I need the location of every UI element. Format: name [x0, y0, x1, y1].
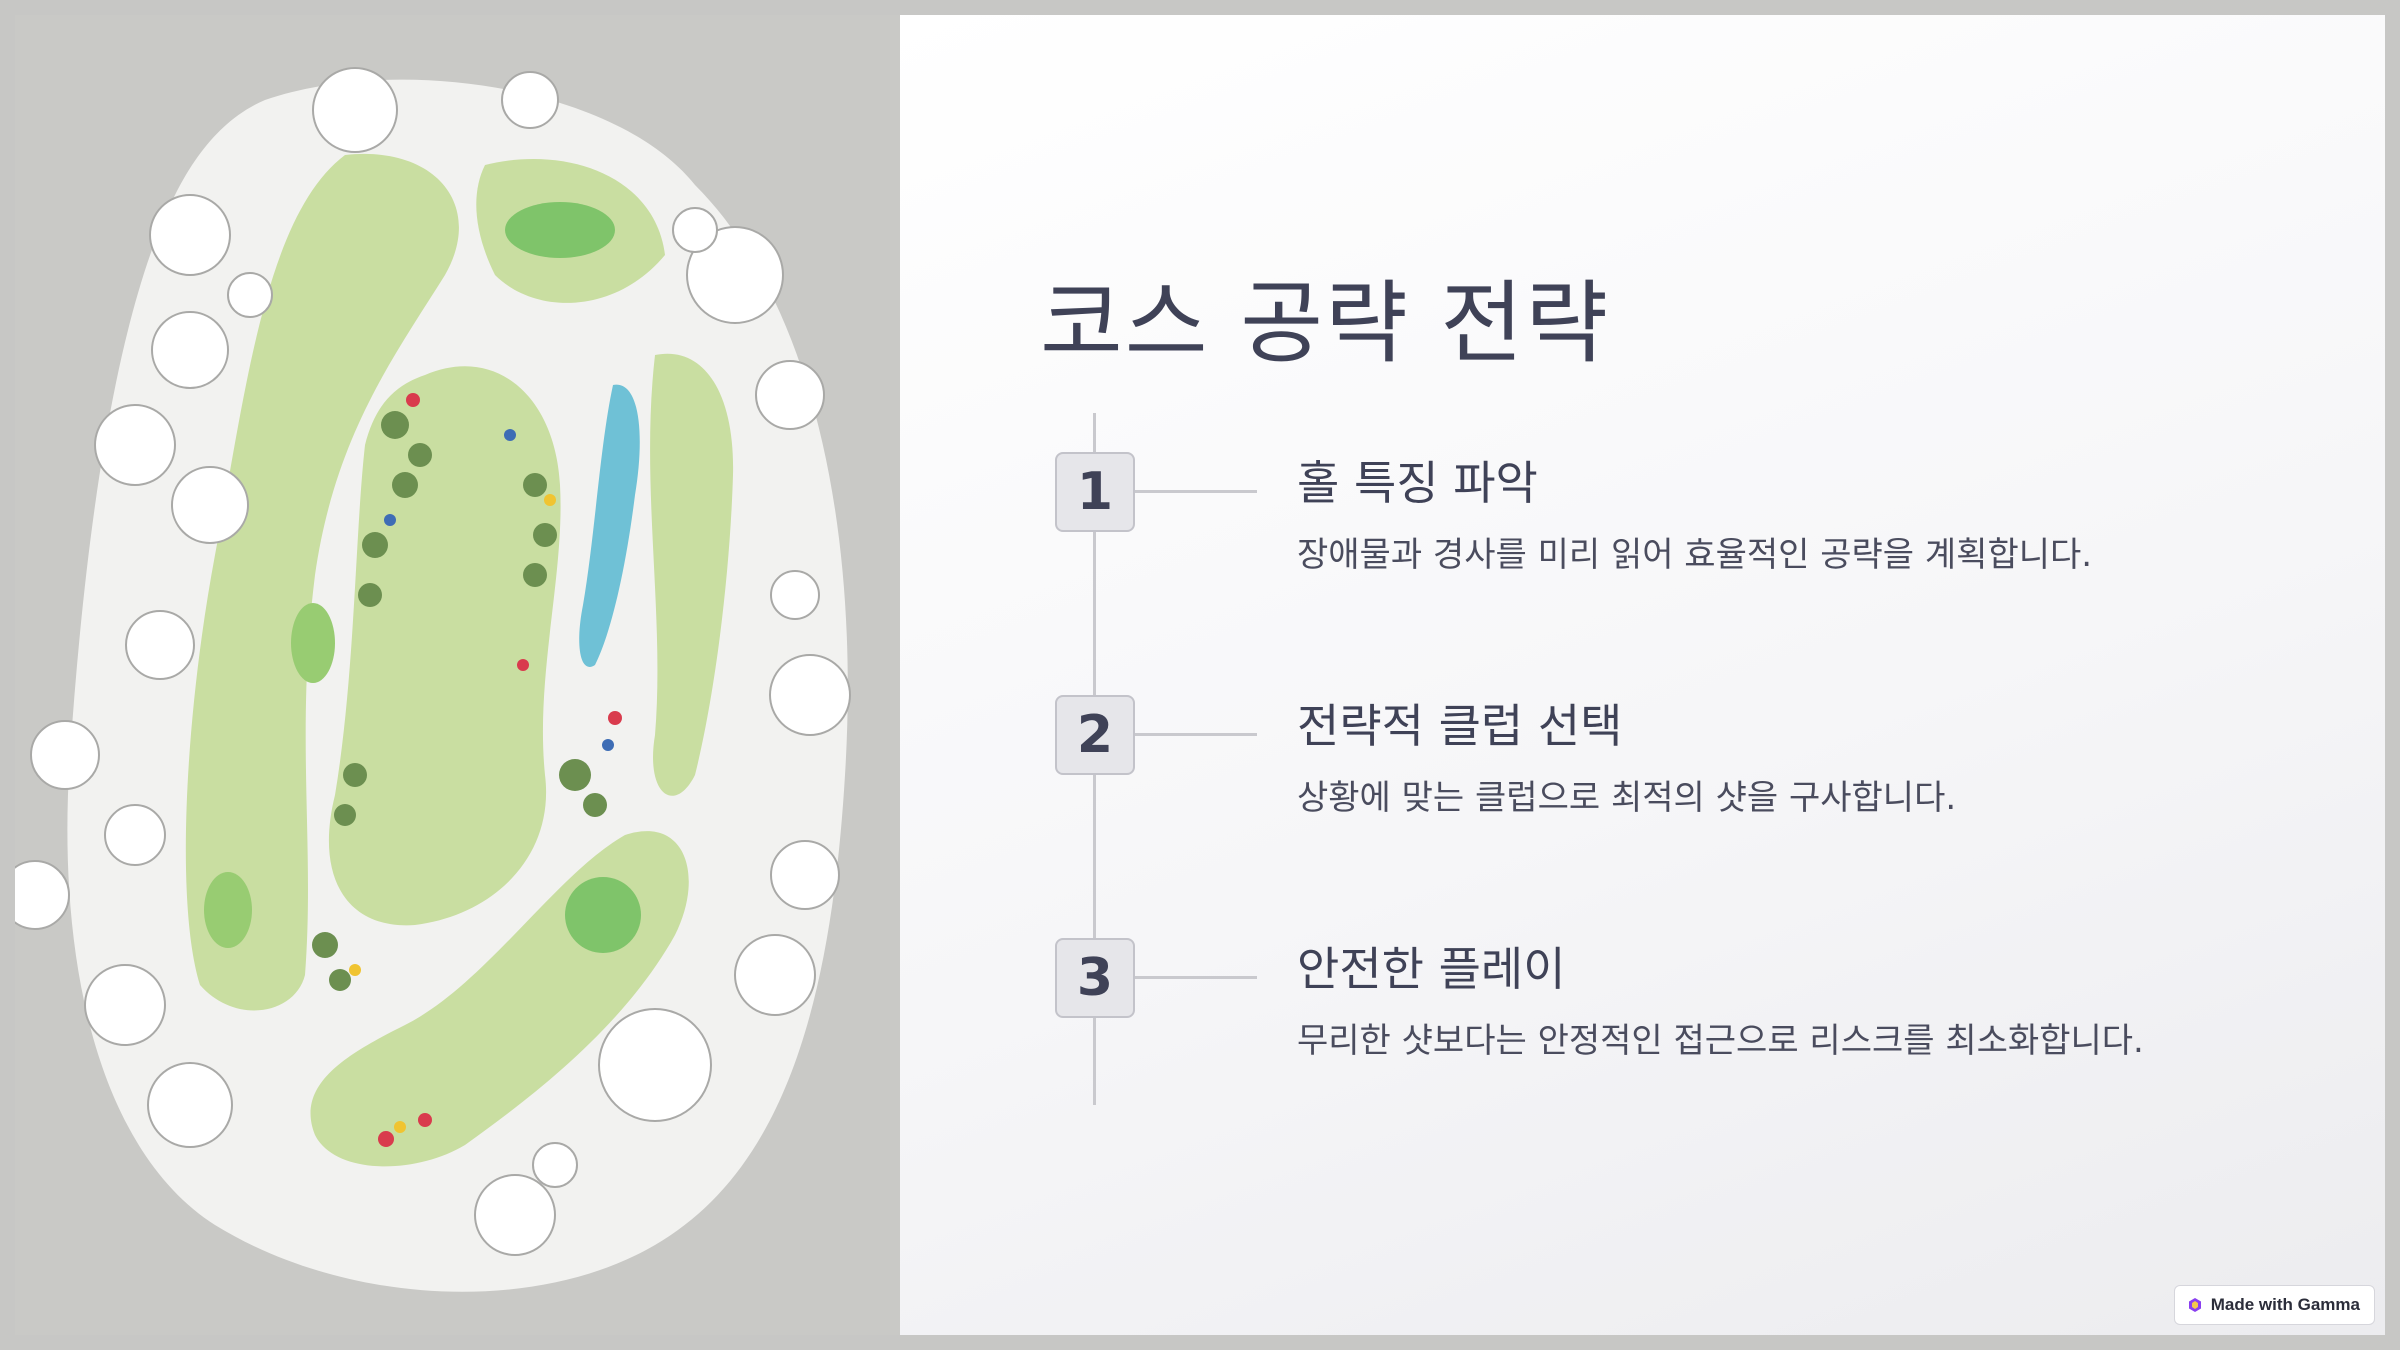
step-connector: [1135, 490, 1257, 493]
step-heading: 홀 특징 파악: [1297, 456, 1538, 510]
step-connector: [1135, 976, 1257, 979]
step-description: 장애물과 경사를 미리 읽어 효율적인 공략을 계획합니다.: [1297, 535, 2093, 575]
content-panel: 코스 공략 전략 1 홀 특징 파악 장애물과 경사를 미리 읽어 효율적인 공…: [900, 15, 2385, 1335]
course-illustration: [15, 15, 900, 1335]
step-description: 무리한 샷보다는 안정적인 접근으로 리스크를 최소화합니다.: [1297, 1021, 2144, 1061]
made-with-gamma-badge[interactable]: Made with Gamma: [2173, 1285, 2375, 1325]
badge-label: Made with Gamma: [2210, 1295, 2360, 1314]
step-heading: 안전한 플레이: [1297, 942, 1566, 996]
gamma-logo-icon: [2188, 1298, 2201, 1312]
step-description: 상황에 맞는 클럽으로 최적의 샷을 구사합니다.: [1297, 778, 1957, 818]
slide: 코스 공략 전략 1 홀 특징 파악 장애물과 경사를 미리 읽어 효율적인 공…: [15, 15, 2385, 1335]
step-number-box: 1: [1055, 452, 1135, 532]
step-1: 1 홀 특징 파악 장애물과 경사를 미리 읽어 효율적인 공략을 계획합니다.: [1055, 452, 2355, 612]
step-3: 3 안전한 플레이 무리한 샷보다는 안정적인 접근으로 리스크를 최소화합니다…: [1055, 938, 2355, 1098]
step-2: 2 전략적 클럽 선택 상황에 맞는 클럽으로 최적의 샷을 구사합니다.: [1055, 695, 2355, 855]
golf-course-map-icon: [15, 15, 900, 1335]
step-number-box: 2: [1055, 695, 1135, 775]
step-heading: 전략적 클럽 선택: [1297, 699, 1623, 753]
step-connector: [1135, 733, 1257, 736]
slide-title: 코스 공략 전략: [1040, 271, 1611, 376]
step-number-box: 3: [1055, 938, 1135, 1018]
